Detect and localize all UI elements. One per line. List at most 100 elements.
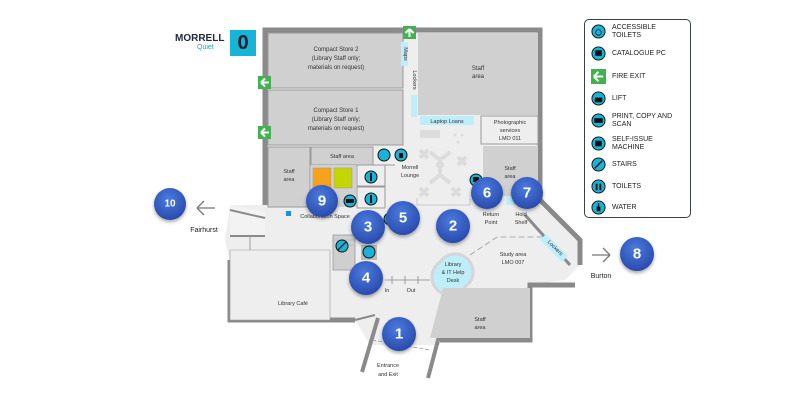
svg-text:Staff: Staff <box>504 166 516 172</box>
legend: ACCESSIBLE TOILETS CATALOGUE PC FIRE EXI… <box>584 19 691 218</box>
accessible-toilets-icon <box>591 24 606 39</box>
svg-text:(Library Staff only;: (Library Staff only; <box>312 56 361 62</box>
svg-text:area: area <box>474 325 486 331</box>
marker-number: 9 <box>318 193 326 210</box>
marker-circle[interactable] <box>349 261 383 295</box>
fire-exit-icon <box>591 69 606 84</box>
marker-circle[interactable] <box>386 201 420 235</box>
svg-text:Hold: Hold <box>515 212 526 218</box>
svg-text:Library: Library <box>445 262 462 268</box>
marker-circle[interactable] <box>154 188 186 220</box>
svg-text:(Library Staff only;: (Library Staff only; <box>312 117 361 123</box>
fire-exit-icon <box>258 76 271 89</box>
legend-item-self-issue-machine: SELF-ISSUE MACHINE <box>591 136 682 151</box>
location-marker-3[interactable]: 3 <box>351 210 385 244</box>
marker-number: 2 <box>449 218 457 235</box>
marker-circle[interactable] <box>511 177 543 209</box>
legend-item-accessible-toilets: ACCESSIBLE TOILETS <box>591 24 682 39</box>
lime-zone <box>333 167 353 189</box>
marker-circle[interactable] <box>620 237 654 271</box>
laptop-loans: Laptop Loans <box>420 116 474 125</box>
maps-shelf: Maps <box>401 42 408 66</box>
legend-item-stairs: STAIRS <box>591 157 682 172</box>
morrell-lounge: Morrell Lounge <box>401 165 419 179</box>
library-cafe <box>229 249 331 321</box>
location-marker-8[interactable]: 8 <box>620 237 654 271</box>
svg-text:services: services <box>500 128 520 134</box>
legend-item-catalogue-pc: CATALOGUE PC <box>591 46 682 61</box>
level-indicator: 0 <box>230 30 256 56</box>
location-marker-2[interactable]: 2 <box>436 209 470 243</box>
hold-shelf: Hold Shelf <box>515 212 528 226</box>
collaboration-space: Collaboration Space <box>286 211 350 220</box>
catalogue-pc-icon <box>591 46 606 61</box>
lift-icon <box>361 245 377 260</box>
toilets-icon <box>591 179 606 194</box>
location-marker-4[interactable]: 4 <box>349 261 383 295</box>
svg-text:materials on request): materials on request) <box>308 126 364 132</box>
lift-icon <box>591 91 606 106</box>
svg-text:Compact Store 2: Compact Store 2 <box>313 47 359 53</box>
lounge-furniture <box>418 130 468 198</box>
stairs-icon <box>591 157 606 172</box>
building-name: MORRELL <box>175 33 225 44</box>
marker-circle[interactable] <box>382 317 416 351</box>
svg-text:Staff: Staff <box>474 317 486 323</box>
water-icon <box>591 200 606 215</box>
svg-text:Collaboration Space: Collaboration Space <box>300 214 350 220</box>
arrow-left-icon <box>196 200 215 216</box>
toilets-icon <box>364 192 378 206</box>
entrance: Entrance and Exit <box>371 339 431 378</box>
location-marker-6[interactable]: 6 <box>471 177 503 209</box>
svg-text:& IT Help: & IT Help <box>442 270 465 276</box>
marker-circle[interactable] <box>436 209 470 243</box>
water-icon <box>394 148 408 162</box>
svg-text:Desk: Desk <box>447 278 460 284</box>
self-issue-machine-icon <box>591 136 606 151</box>
svg-text:Maps: Maps <box>402 47 408 61</box>
photographic-services: Photographic services LMO 011 <box>480 115 539 145</box>
marker-circle[interactable] <box>471 177 503 209</box>
svg-text:area: area <box>283 177 295 183</box>
svg-text:Staff: Staff <box>283 169 295 175</box>
location-marker-1[interactable]: 1 <box>382 317 416 351</box>
svg-text:materials on request): materials on request) <box>308 65 364 71</box>
legend-item-print-copy-scan: PRINT, COPY AND SCAN <box>591 113 682 128</box>
marker-number: 10 <box>164 199 176 210</box>
svg-text:Staff area: Staff area <box>330 154 355 160</box>
svg-text:Point: Point <box>485 220 498 226</box>
marker-circle[interactable] <box>306 185 338 217</box>
svg-text:Study area: Study area <box>500 252 528 258</box>
location-marker-7[interactable]: 7 <box>511 177 543 209</box>
marker-circle[interactable] <box>351 210 385 244</box>
svg-text:LMO 007: LMO 007 <box>502 260 525 266</box>
legend-item-water: WATER <box>591 200 682 215</box>
staff-area-bottom: Staff area <box>430 288 530 338</box>
in-label: In <box>385 288 390 294</box>
marker-number: 3 <box>364 219 372 236</box>
fairhurst-direction: Fairhurst <box>190 200 218 234</box>
in-out-gates <box>385 276 430 284</box>
legend-item-toilets: TOILETS <box>591 179 682 194</box>
location-marker-10[interactable]: 10 <box>154 188 186 220</box>
print-copy-scan-icon <box>343 194 357 208</box>
out-label: Out <box>407 288 416 294</box>
svg-text:Lockers: Lockers <box>411 70 417 90</box>
svg-text:Staff: Staff <box>472 66 485 72</box>
location-marker-9[interactable]: 9 <box>306 185 338 217</box>
location-marker-5[interactable]: 5 <box>386 201 420 235</box>
svg-text:LMO 011: LMO 011 <box>499 136 521 142</box>
legend-item-fire-exit: FIRE EXIT <box>591 69 682 84</box>
study-area: Study area LMO 007 <box>469 236 556 266</box>
toilets-icon <box>364 170 378 184</box>
svg-text:area: area <box>472 74 485 80</box>
accessible-toilets-icon <box>377 148 391 162</box>
svg-text:Photographic: Photographic <box>494 120 527 126</box>
svg-text:Morrell: Morrell <box>402 165 419 171</box>
toilet-cubicles <box>356 164 395 209</box>
svg-text:Entrance: Entrance <box>377 363 399 369</box>
svg-text:Burton: Burton <box>591 273 612 280</box>
burton-direction: Burton <box>591 247 612 280</box>
return-point: Return Point <box>483 212 500 226</box>
